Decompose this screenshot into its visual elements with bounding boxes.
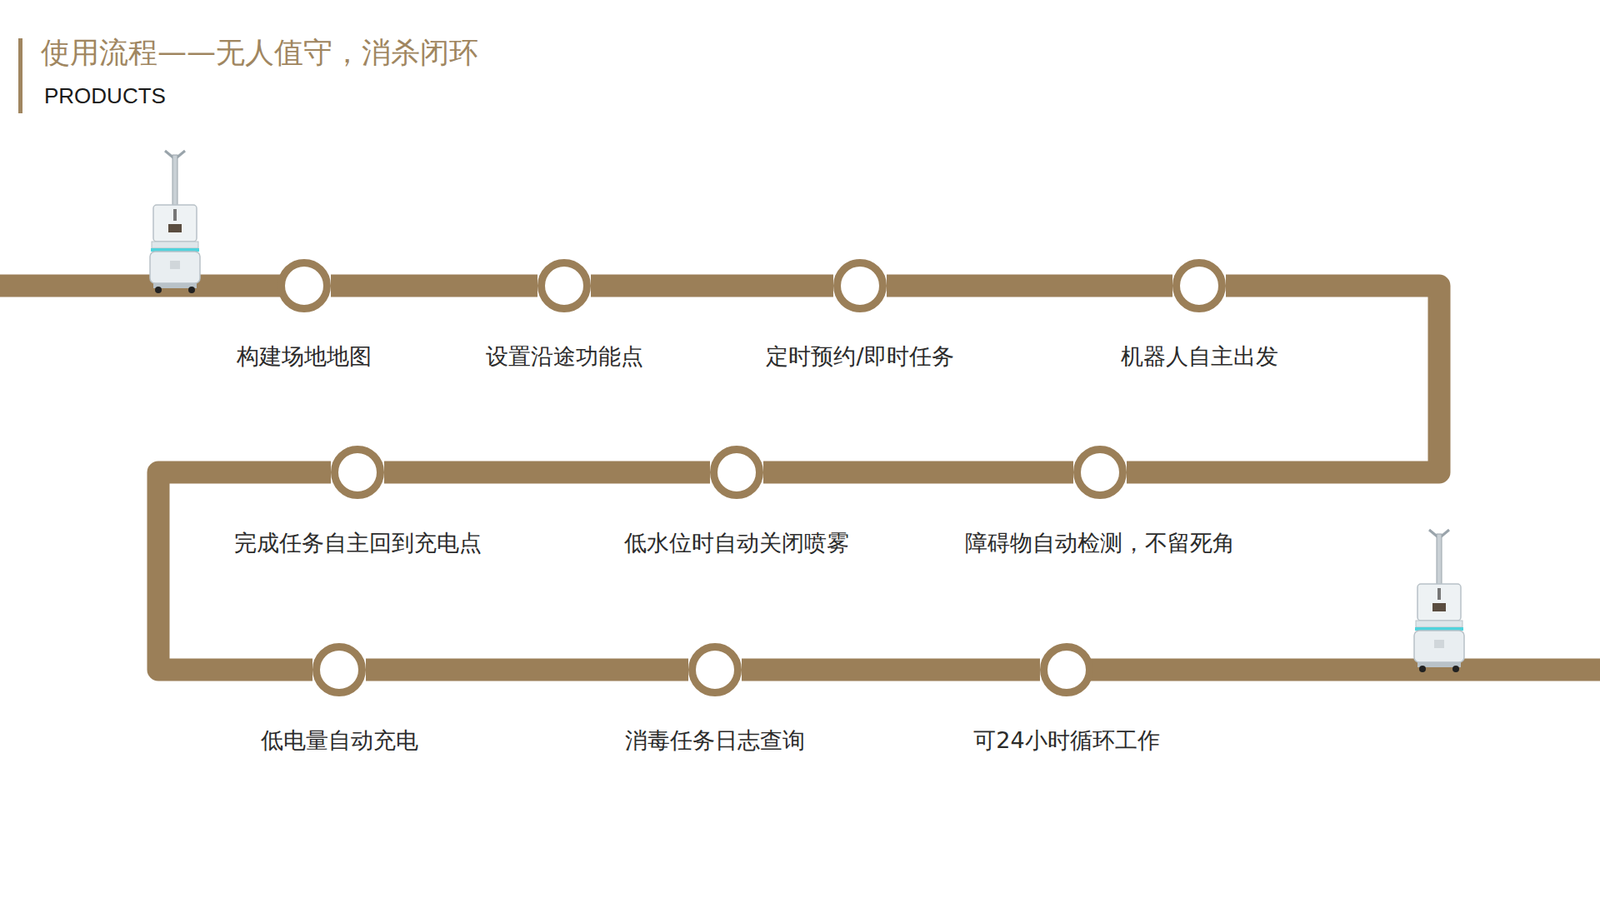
step-ring bbox=[836, 263, 883, 310]
step-label: 完成任务自主回到充电点 bbox=[232, 528, 484, 558]
step-node: 完成任务自主回到充电点 bbox=[232, 445, 484, 558]
step-circle bbox=[276, 258, 332, 314]
step-circle bbox=[1072, 445, 1128, 500]
track-connector bbox=[1126, 285, 1440, 473]
step-circle bbox=[311, 642, 367, 698]
step-label: 定时预约/即时任务 bbox=[764, 341, 955, 371]
step-node: 可24小时循环工作 bbox=[971, 642, 1161, 755]
step-circle bbox=[832, 258, 888, 314]
step-circle bbox=[536, 258, 592, 314]
step-label: 低水位时自动关闭喷雾 bbox=[622, 528, 851, 558]
step-node: 障碍物自动检测，不留死角 bbox=[963, 445, 1237, 558]
step-label: 低电量自动充电 bbox=[259, 725, 420, 755]
step-label: 可24小时循环工作 bbox=[971, 725, 1161, 755]
track-end bbox=[1083, 659, 1600, 682]
page-title: 使用流程——无人值守，消杀闭环 bbox=[40, 35, 479, 70]
step-node: 定时预约/即时任务 bbox=[764, 258, 955, 371]
step-node: 机器人自主出发 bbox=[1119, 258, 1280, 371]
step-ring bbox=[1176, 263, 1223, 310]
robot-figure bbox=[1414, 530, 1465, 673]
track-connector bbox=[384, 461, 710, 485]
subtitle-label: PRODUCTS bbox=[44, 83, 166, 110]
step-circle bbox=[1171, 258, 1227, 314]
step-node: 消毒任务日志查询 bbox=[623, 642, 807, 755]
track-connector bbox=[158, 472, 331, 670]
step-label: 构建场地地图 bbox=[235, 341, 374, 371]
step-node: 低电量自动充电 bbox=[259, 642, 420, 755]
step-ring bbox=[281, 263, 328, 310]
step-ring bbox=[316, 647, 363, 694]
step-ring bbox=[1043, 647, 1090, 694]
step-node: 低水位时自动关闭喷雾 bbox=[622, 445, 851, 558]
track-connector bbox=[590, 275, 834, 298]
step-circle bbox=[330, 445, 385, 500]
track-start bbox=[0, 275, 284, 298]
step-ring bbox=[541, 263, 588, 310]
track-connector bbox=[886, 275, 1173, 298]
step-label: 设置沿途功能点 bbox=[484, 341, 645, 371]
step-label: 机器人自主出发 bbox=[1119, 341, 1280, 371]
step-circle bbox=[709, 445, 765, 500]
step-circle bbox=[687, 642, 743, 698]
step-label: 消毒任务日志查询 bbox=[623, 725, 807, 755]
track-connector bbox=[741, 659, 1040, 682]
track-connector bbox=[330, 275, 538, 298]
track-connector bbox=[365, 659, 689, 682]
step-circle bbox=[1039, 642, 1095, 698]
title-accent-bar bbox=[18, 38, 23, 114]
step-label: 障碍物自动检测，不留死角 bbox=[963, 528, 1237, 558]
step-ring bbox=[692, 647, 739, 694]
step-ring bbox=[1077, 450, 1124, 496]
track-connector bbox=[763, 461, 1074, 485]
robot-figure bbox=[150, 150, 200, 294]
step-node: 构建场地地图 bbox=[235, 258, 374, 371]
step-ring bbox=[335, 450, 381, 496]
step-node: 设置沿途功能点 bbox=[484, 258, 645, 371]
step-ring bbox=[714, 450, 760, 496]
